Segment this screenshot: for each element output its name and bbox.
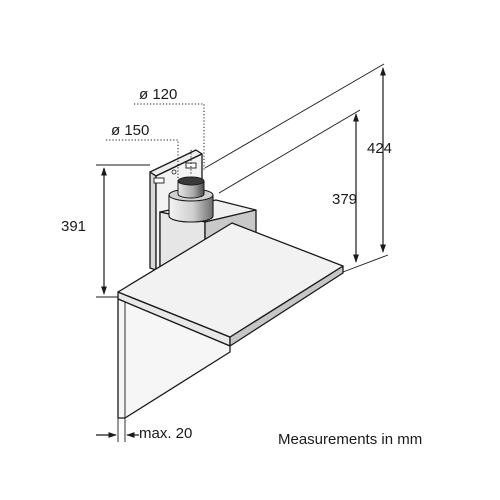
diameter-120-label: ø 120: [139, 86, 177, 103]
dimension-391: 391: [61, 164, 150, 298]
measurement-unit-note: Measurements in mm: [278, 431, 422, 448]
projection-lines: [204, 63, 389, 273]
wall-panel: [117, 298, 231, 419]
wall-gap-label: max. 20: [139, 425, 192, 442]
bracket-hole: [171, 169, 177, 175]
hood-canopy: [117, 222, 344, 347]
duct-connector: [168, 176, 214, 223]
dimension-424-label: 424: [367, 140, 392, 157]
dimension-391-label: 391: [61, 218, 86, 235]
diameter-150-label: ø 150: [111, 122, 149, 139]
dimension-wall-gap: max. 20: [96, 418, 192, 442]
bracket-slot: [153, 177, 165, 184]
dimension-379: 379: [332, 113, 359, 263]
dimension-424: 424: [367, 67, 392, 253]
dimension-379-label: 379: [332, 191, 357, 208]
diameter-callouts: ø 120 ø 150: [106, 86, 205, 181]
